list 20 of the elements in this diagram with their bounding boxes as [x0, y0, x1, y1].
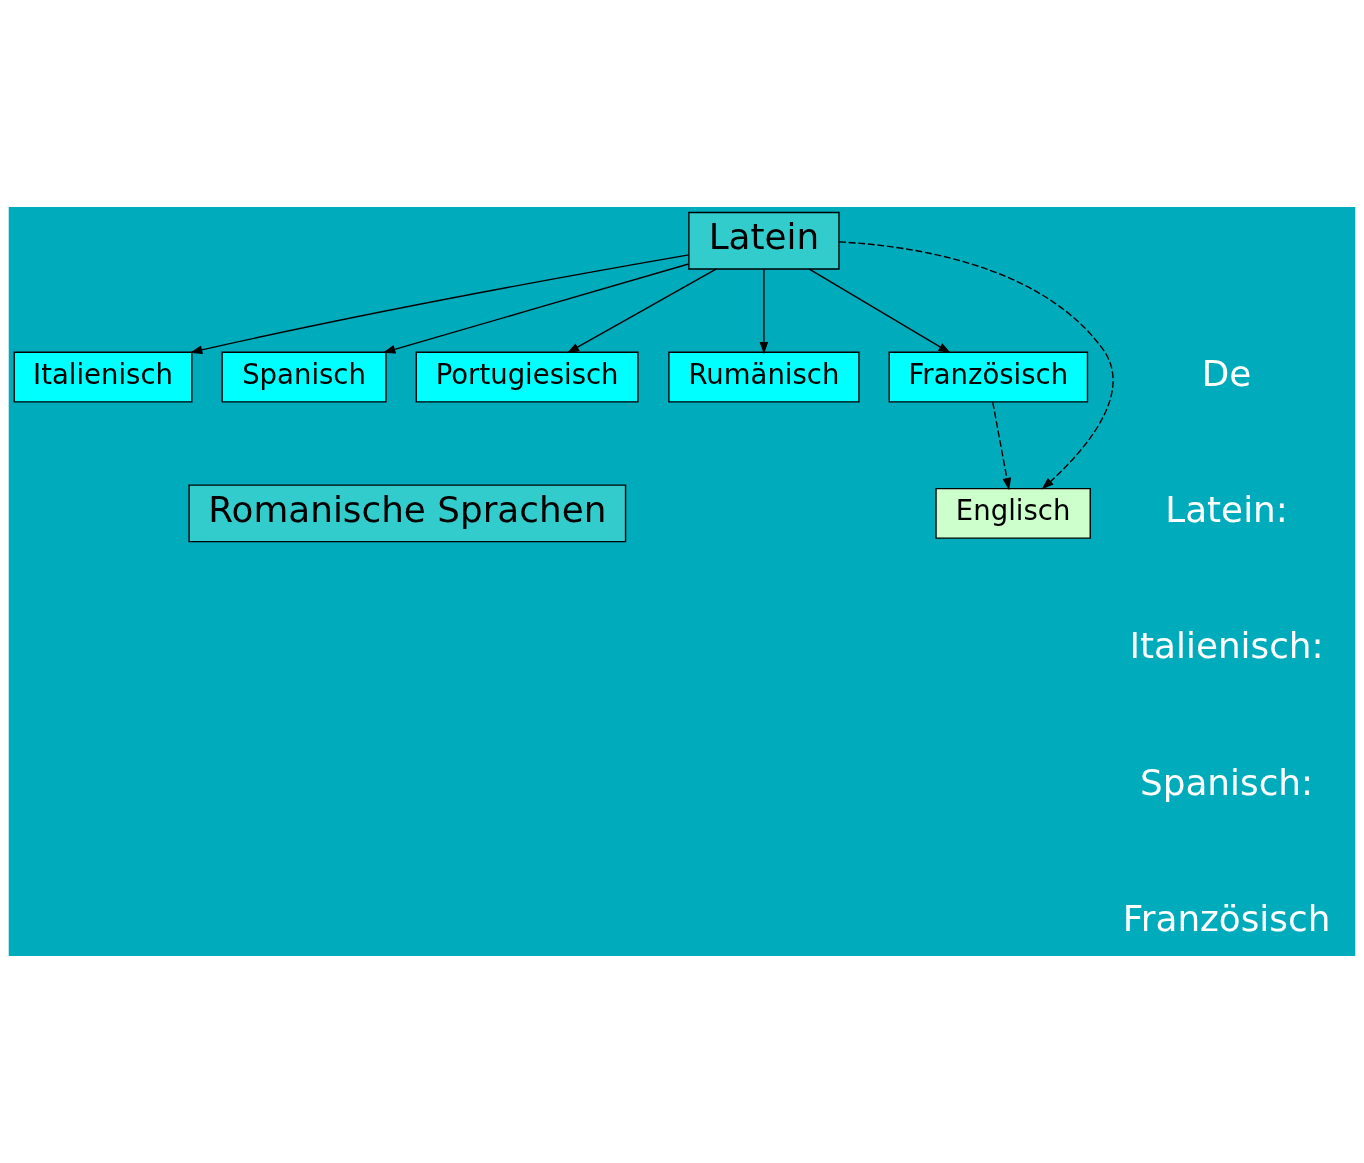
- arrow: [808, 268, 951, 354]
- node-box: Englisch: [935, 487, 1091, 539]
- label: Spanisch:: [1140, 761, 1314, 803]
- node-box: Italienisch: [13, 351, 193, 403]
- arrow: [382, 263, 690, 354]
- arrow: [759, 268, 769, 355]
- label: Italienisch:: [1129, 625, 1324, 667]
- node-box: Rumänisch: [668, 351, 860, 403]
- node-box: Romanische Sprachen: [188, 484, 627, 543]
- arrow: [992, 401, 1012, 491]
- label: Französisch: [1122, 897, 1331, 939]
- node-box: Portugiesisch: [415, 351, 639, 403]
- arrow: [189, 254, 690, 354]
- label: De: [1201, 352, 1252, 394]
- arrow: [566, 268, 717, 354]
- label: Latein:: [1165, 489, 1288, 531]
- node-box: Spanisch: [221, 351, 387, 403]
- node-box: Französisch: [888, 351, 1089, 403]
- arrow: [838, 241, 1114, 490]
- node-box: Latein: [688, 211, 840, 270]
